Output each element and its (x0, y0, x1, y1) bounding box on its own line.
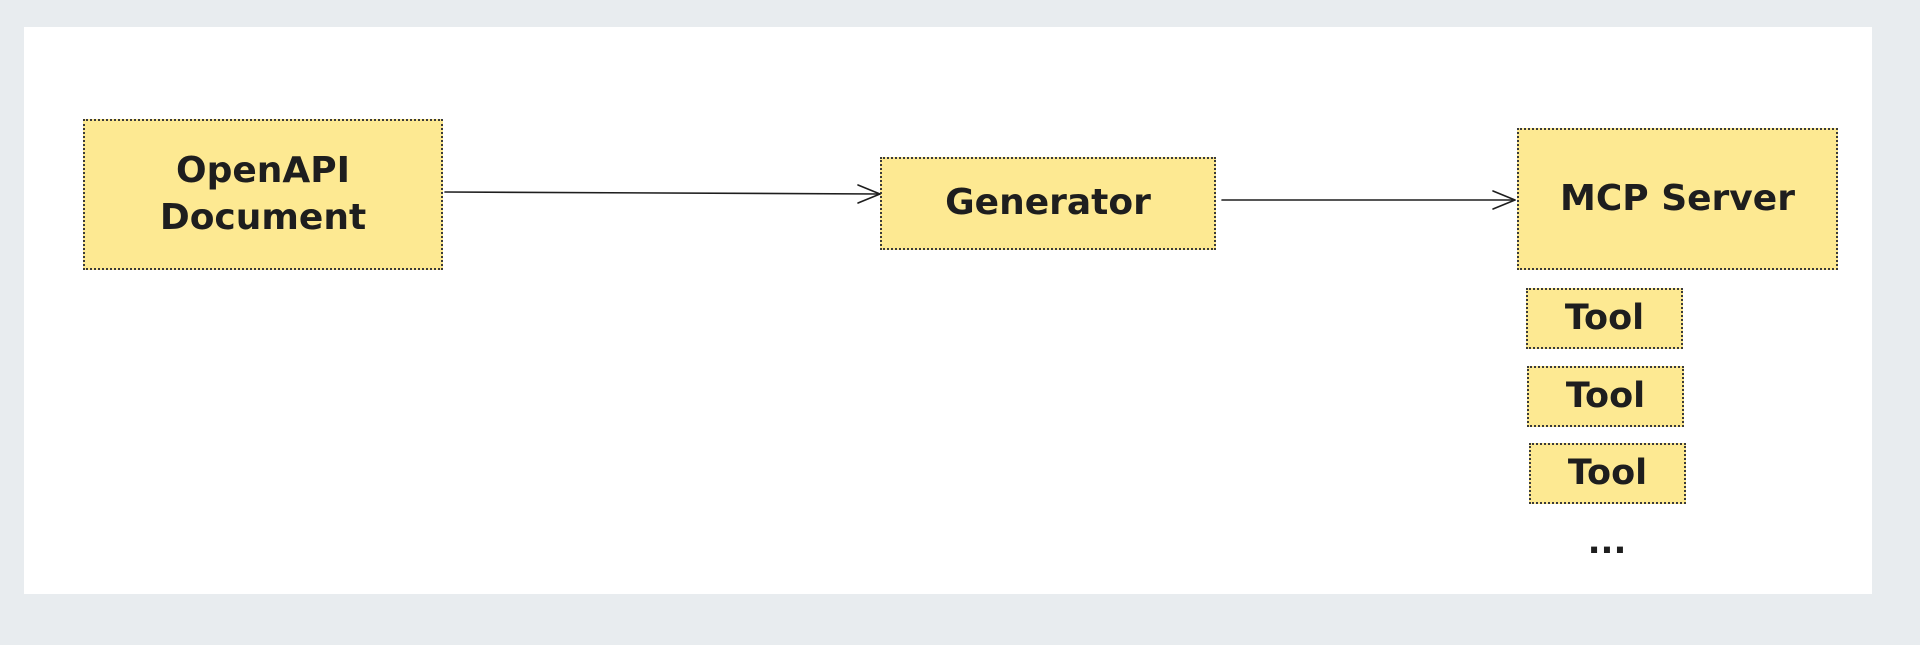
node-tool-1-label: Tool (1564, 297, 1645, 338)
node-mcp-server-label: MCP Server (1560, 177, 1795, 219)
node-tool-3: Tool (1529, 443, 1686, 504)
node-openapi-document-label: OpenAPI Document (159, 149, 367, 238)
node-tool-1: Tool (1526, 288, 1683, 349)
node-tool-2-label: Tool (1565, 375, 1646, 416)
node-tool-2: Tool (1527, 366, 1684, 427)
node-generator: Generator (880, 157, 1216, 250)
node-openapi-document: OpenAPI Document (83, 119, 443, 270)
node-mcp-server: MCP Server (1517, 128, 1838, 270)
node-tool-3-label: Tool (1567, 452, 1648, 493)
node-generator-label: Generator (945, 182, 1151, 224)
more-tools-ellipsis: ... (1587, 522, 1627, 562)
